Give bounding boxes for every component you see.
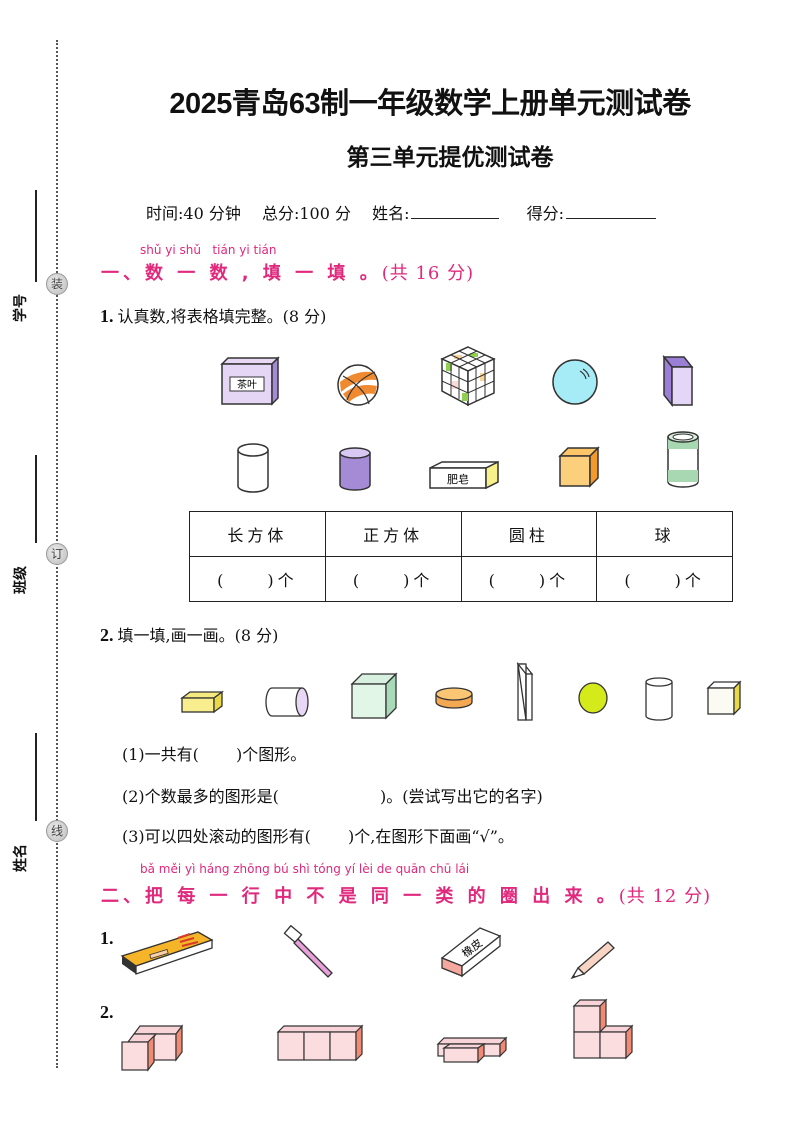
binding-circle-ding: 订: [46, 543, 68, 565]
section1-points: (共 16 分): [381, 263, 475, 284]
header-cylinder: 圆柱: [460, 511, 598, 557]
time-label: 时间:40 分钟: [146, 204, 241, 223]
section2-heading-text: 二、把 每 一 行 中 不 是 同 一 类 的 圈 出 来 。: [101, 886, 619, 907]
standing-cylinder-image: [645, 677, 673, 721]
tall-cuboid-image: [516, 662, 534, 721]
q1-number: 1.: [100, 306, 114, 326]
page-subtitle: 第三单元提优测试卷: [346, 144, 554, 171]
shape-count-table: 长方体 正方体 圆柱 球 ( )个 ( )个 ( )个 ( )个: [189, 511, 733, 602]
total-label: 总分:100 分: [261, 204, 351, 223]
question-1: 1.认真数,将表格填完整。(8 分): [100, 303, 326, 327]
eraser-image: 橡皮: [440, 927, 502, 978]
name-line: [35, 733, 37, 821]
q2-sub1: (1)一共有( )个图形。: [122, 745, 307, 764]
svg-text:肥皂: 肥皂: [447, 472, 469, 486]
row1-num: 1.: [100, 928, 114, 948]
binding-circle-zhuang: 装: [46, 273, 68, 295]
section1-heading-text: 一、数 一 数 , 填 一 填 。: [101, 263, 382, 284]
row-2-number: 2.: [100, 1002, 118, 1023]
svg-text:茶叶: 茶叶: [237, 378, 257, 391]
q2-sub3: (3)可以四处滚动的图形有( )个,在图形下面画“√”。: [122, 827, 514, 846]
class-line: [35, 455, 37, 543]
exam-meta: 时间:40 分钟 总分:100 分 姓名: 得分:: [146, 200, 672, 224]
purple-box-image: [662, 355, 694, 407]
lying-cylinder-image: [265, 687, 309, 717]
section1-heading: 一、数 一 数 , 填 一 填 。(共 16 分): [101, 259, 474, 285]
yellow-cuboid-image: [180, 690, 224, 714]
small-cube-image: [706, 680, 742, 716]
question-2: 2.填一填,画一画。(8 分): [100, 622, 278, 646]
green-cube-image: [350, 672, 398, 720]
name-field[interactable]: [411, 203, 500, 219]
answer-cuboid[interactable]: ( )个: [189, 556, 326, 602]
basketball-image: [337, 364, 379, 406]
header-cuboid: 长方体: [189, 511, 326, 557]
section2-points: (共 12 分): [618, 886, 712, 907]
row-1-number: 1.: [100, 928, 118, 949]
white-cylinder-image: [237, 443, 269, 493]
rubiks-cube-image: [440, 346, 496, 407]
purple-cylinder-image: [339, 447, 371, 491]
table-header-row: 长方体 正方体 圆柱 球: [189, 511, 733, 557]
cubes-flat-image: [436, 1036, 508, 1064]
student-id-label: 学号: [13, 294, 29, 322]
q2-number: 2.: [100, 625, 114, 645]
orange-cube-image: [558, 446, 600, 488]
toothbrush-image: [283, 925, 333, 978]
matchbox-image: [120, 931, 214, 975]
name-margin-label: 姓名: [13, 844, 29, 872]
q1-text: 认真数,将表格填完整。(8 分): [117, 307, 327, 326]
name-label: 姓名:: [372, 204, 410, 223]
section2-pinyin: bǎ měi yì háng zhōng bú shì tóng yí lèi …: [140, 862, 470, 876]
answer-cube[interactable]: ( )个: [324, 556, 462, 602]
pencil-image: [570, 941, 615, 980]
header-cube: 正方体: [324, 511, 462, 557]
class-label: 班级: [13, 566, 29, 594]
soap-box-image: 肥皂: [429, 460, 499, 490]
section2-heading: 二、把 每 一 行 中 不 是 同 一 类 的 圈 出 来 。(共 12 分): [101, 882, 711, 908]
cubes-l-shape-image: [121, 1024, 184, 1072]
header-sphere: 球: [596, 511, 733, 557]
cubes-row-image: [276, 1024, 364, 1062]
q2-sub2: (2)个数最多的图形是( )。(尝试写出它的名字): [122, 787, 543, 806]
cubes-tall-l-image: [572, 998, 634, 1060]
orange-disc-image: [435, 687, 473, 709]
green-can-image: [667, 431, 699, 488]
q2-text: 填一填,画一画。(8 分): [117, 626, 279, 645]
tea-box-image: 茶叶: [220, 356, 280, 406]
score-field[interactable]: [565, 203, 656, 219]
answer-cylinder[interactable]: ( )个: [460, 556, 598, 602]
score-label: 得分:: [526, 204, 564, 223]
table-answer-row: ( )个 ( )个 ( )个 ( )个: [189, 556, 733, 602]
student-id-line: [35, 190, 37, 282]
section1-pinyin: shǔ yi shǔ tián yi tián: [140, 243, 277, 257]
glass-ball-image: [552, 359, 598, 405]
row2-num: 2.: [100, 1002, 114, 1022]
binding-circle-xian: 线: [46, 820, 68, 842]
page-title: 2025青岛63制一年级数学上册单元测试卷: [169, 88, 691, 120]
green-ball-image: [578, 682, 608, 714]
answer-sphere[interactable]: ( )个: [596, 556, 733, 602]
